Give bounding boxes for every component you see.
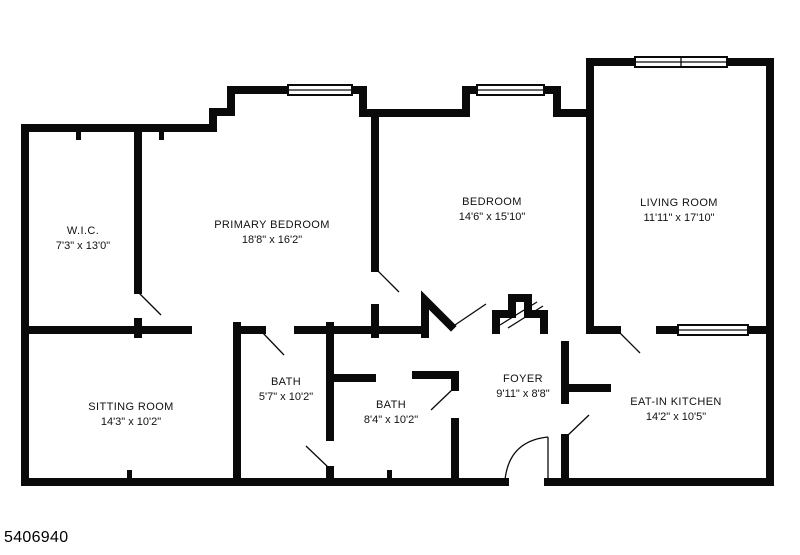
room-label-living-room: LIVING ROOM 11'11" x 17'10" [640, 197, 718, 226]
room-label-foyer: FOYER 9'11" x 8'8" [496, 373, 549, 402]
room-name: FOYER [503, 372, 543, 385]
room-dimensions: 18'8" x 16'2" [241, 233, 303, 246]
room-name: PRIMARY BEDROOM [214, 218, 330, 231]
exterior-walls [21, 58, 774, 486]
room-dimensions: 8'4" x 10'2" [363, 413, 419, 426]
window-bedroom [476, 84, 545, 96]
room-name: BATH [375, 398, 407, 411]
room-dimensions: 14'2" x 10'5" [645, 410, 707, 423]
room-label-sitting-room: SITTING ROOM 14'3" x 10'2" [88, 401, 173, 430]
room-label-bath-2: BATH 8'4" x 10'2" [364, 399, 418, 428]
room-dimensions: 11'11" x 17'10" [643, 211, 715, 224]
listing-id: 5406940 [4, 529, 69, 546]
window-primary-bedroom [287, 84, 353, 96]
room-name: LIVING ROOM [640, 196, 718, 209]
wall-ticks [76, 132, 392, 478]
room-name: EAT-IN KITCHEN [630, 395, 722, 408]
room-name: BEDROOM [462, 195, 522, 208]
room-name: BATH [270, 375, 302, 388]
room-dimensions: 7'3" x 13'0" [55, 239, 111, 252]
interior-walls [21, 58, 774, 486]
room-name: W.I.C. [66, 224, 100, 237]
windows [287, 56, 749, 336]
room-dimensions: 14'6" x 15'10" [458, 210, 526, 223]
room-dimensions: 14'3" x 10'2" [100, 415, 162, 428]
room-label-wic: W.I.C. 7'3" x 13'0" [56, 225, 110, 254]
room-dimensions: 5'7" x 10'2" [258, 390, 314, 403]
room-dimensions: 9'11" x 8'8" [496, 387, 550, 400]
window-living-room [634, 56, 728, 68]
window-kitchen-passthrough [677, 324, 749, 336]
door-swings [137, 269, 641, 481]
room-label-bedroom: BEDROOM 14'6" x 15'10" [459, 196, 525, 225]
room-name: SITTING ROOM [88, 400, 174, 413]
room-label-eat-in-kitchen: EAT-IN KITCHEN 14'2" x 10'5" [630, 396, 722, 425]
room-label-primary-bedroom: PRIMARY BEDROOM 18'8" x 16'2" [214, 219, 330, 248]
room-label-bath-1: BATH 5'7" x 10'2" [259, 376, 313, 405]
